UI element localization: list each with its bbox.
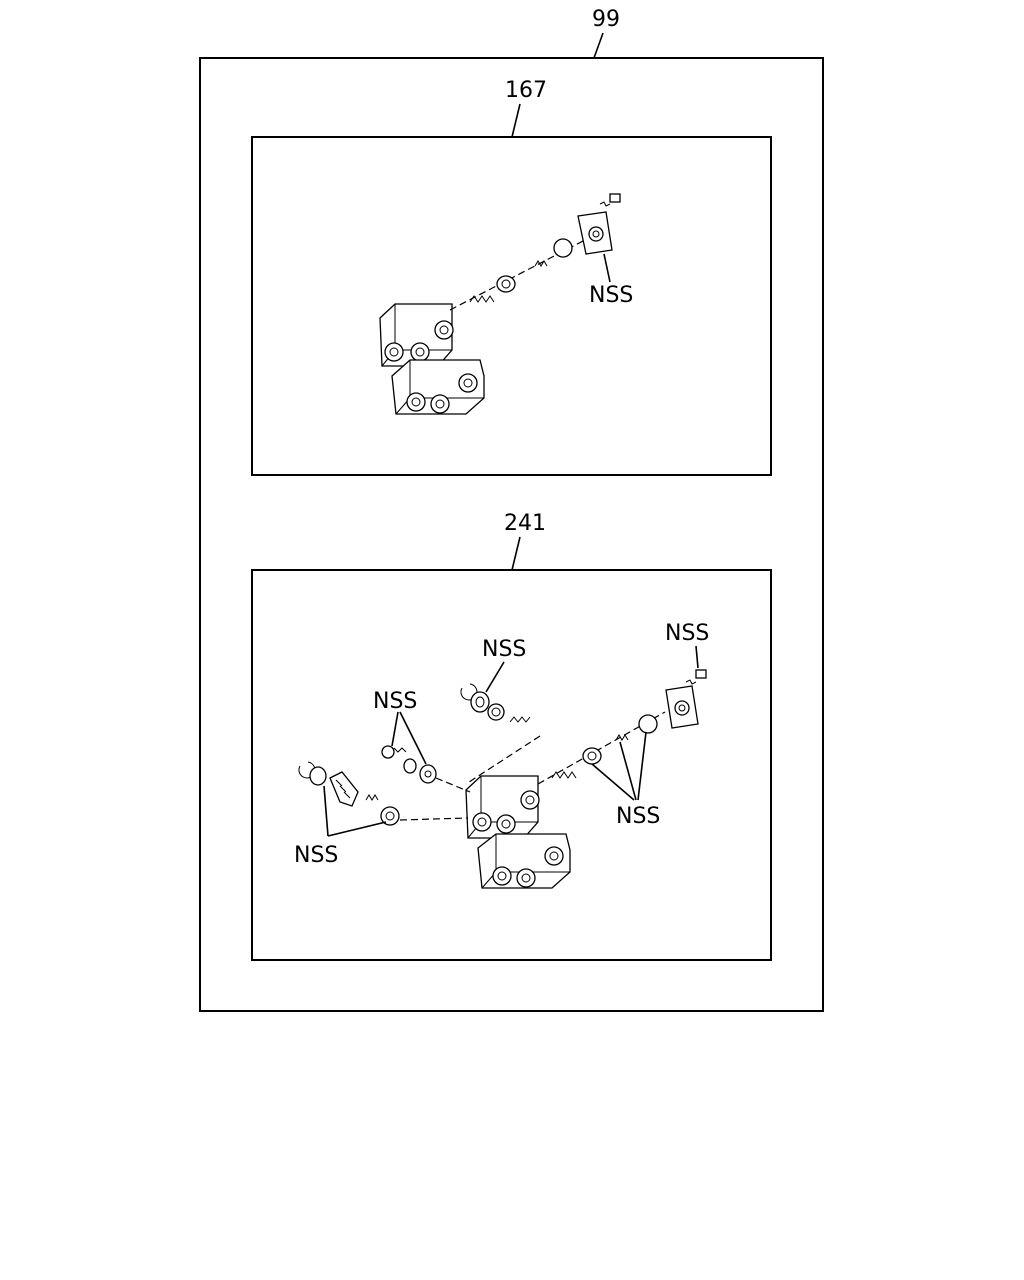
bottom-left-o-ring: [309, 766, 327, 786]
nss-top-leader: [603, 253, 611, 283]
callout-167: 167: [505, 78, 547, 103]
nss-left-lower-leader-b: [327, 821, 387, 837]
bottom-left-small-bolt: [381, 745, 407, 759]
nss-right-lower-leader-a: [591, 763, 635, 801]
top-small-spring: [534, 260, 548, 267]
bottom-upper-cup: [470, 691, 490, 713]
nss-right-lower-leader-c: [637, 731, 647, 801]
callout-241-leader: [511, 536, 521, 571]
top-seal-ring: [553, 238, 573, 258]
nss-label-bottom-top-right: NSS: [665, 621, 709, 646]
bottom-left-upper-axis: [435, 777, 471, 793]
top-cover-bolt: [599, 193, 621, 207]
bottom-left-washer: [403, 758, 417, 774]
nss-label-bottom-left-lower: NSS: [294, 843, 338, 868]
nss-left-upper-leader-a: [391, 711, 399, 747]
top-panel-frame: [251, 136, 772, 476]
callout-241: 241: [504, 511, 546, 536]
bottom-panel-frame: [251, 569, 772, 961]
callout-167-leader: [511, 103, 521, 138]
bottom-upper-spring: [509, 716, 531, 723]
bottom-left-plug: [329, 771, 359, 807]
nss-label-bottom-left-upper: NSS: [373, 689, 417, 714]
nss-label-bottom-right-lower: NSS: [616, 804, 660, 829]
nss-label-bottom-top-center: NSS: [482, 637, 526, 662]
bottom-left-spring: [365, 794, 379, 801]
bottom-left-seat: [380, 806, 400, 826]
nss-right-lower-leader-b: [619, 741, 637, 801]
nss-left-upper-leader-b: [399, 711, 427, 765]
callout-99-leader: [593, 32, 604, 59]
bottom-right-spring: [551, 771, 577, 779]
bottom-right-cover-cap: [665, 685, 699, 729]
nss-top-right-leader: [695, 645, 699, 669]
bottom-left-lower-axis: [399, 817, 469, 821]
top-plunger: [496, 275, 516, 293]
bottom-left-valve-disc: [419, 764, 437, 784]
nss-label-top-cover: NSS: [589, 283, 633, 308]
outer-frame: [199, 57, 824, 1012]
top-cover-cap: [577, 211, 613, 255]
bottom-upper-guide: [487, 703, 505, 721]
top-spring: [469, 295, 495, 303]
bottom-upper-axis: [465, 735, 541, 785]
bottom-valve-body: [465, 775, 571, 889]
bottom-right-cover-bolt: [685, 669, 707, 685]
top-valve-body: [379, 303, 485, 415]
callout-99: 99: [592, 7, 620, 32]
bottom-right-plunger: [582, 747, 602, 765]
bottom-right-small-spring: [615, 734, 629, 741]
nss-left-lower-leader-a: [323, 785, 329, 837]
bottom-right-seal-ring: [638, 714, 658, 734]
nss-top-center-leader: [485, 661, 505, 693]
